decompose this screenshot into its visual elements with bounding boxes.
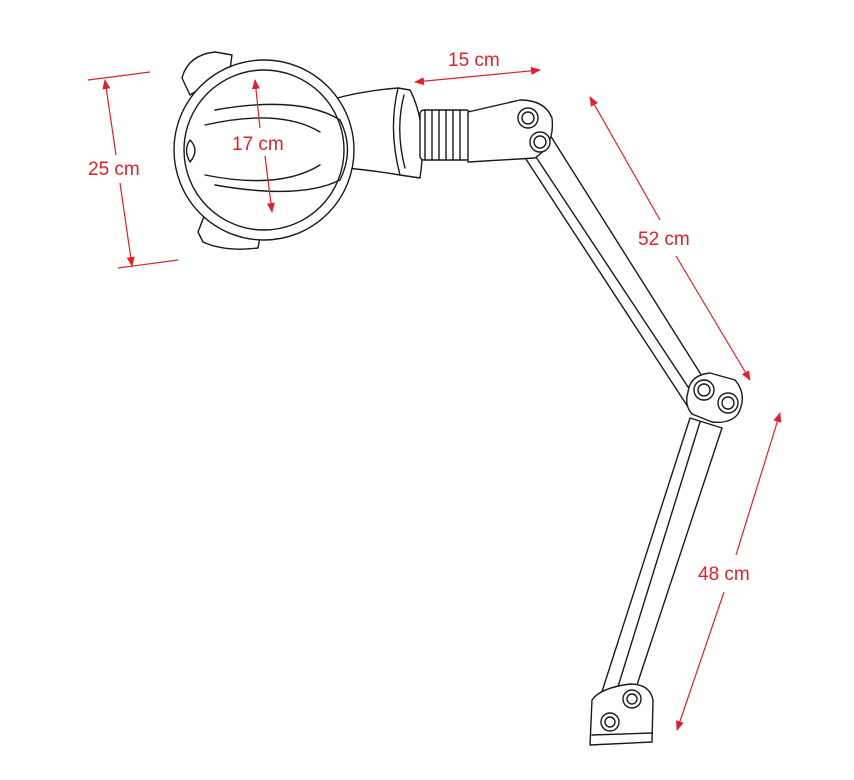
base-clamp xyxy=(589,683,654,746)
dimension-neck-length: 15 cm xyxy=(414,50,541,86)
threaded-coupling xyxy=(419,109,471,161)
neck xyxy=(329,87,554,179)
dimension-label: 17 cm xyxy=(232,134,284,155)
dimension-head-height: 25 cm xyxy=(87,71,179,269)
dimension-label: 25 cm xyxy=(88,159,140,180)
dimension-lens-diameter: 17 cm xyxy=(232,79,284,213)
dimension-lower-arm: 48 cm xyxy=(676,412,782,731)
elbow-joint xyxy=(685,372,743,424)
upper-arm xyxy=(519,134,713,411)
magnifier-head xyxy=(173,51,355,250)
dimension-upper-arm: 52 cm xyxy=(589,96,751,381)
dimension-label: 52 cm xyxy=(638,229,690,250)
dimension-label: 48 cm xyxy=(698,564,750,585)
dimension-label: 15 cm xyxy=(448,50,500,71)
